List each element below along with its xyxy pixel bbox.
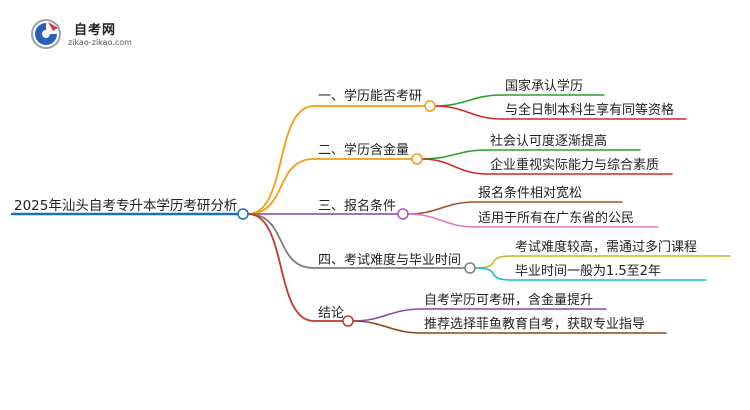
branch-label-2: 二、学历含金量: [318, 143, 410, 158]
branch-connector-1: [247, 105, 315, 215]
branch-label-5: 结论: [318, 306, 345, 321]
leaf-connector-3-2: [407, 213, 476, 228]
branch-node-4[interactable]: [464, 262, 476, 274]
leaf-label-4-1: 考试难度较高，需通过多门课程: [515, 240, 698, 255]
mindmap-edges: [10, 94, 731, 334]
leaf-label-5-1: 自考学历可考研，含金量提升: [424, 293, 594, 308]
logo-c-shape: [35, 23, 57, 45]
branch-node-1[interactable]: [424, 100, 436, 112]
branch-label-3: 三、报名条件: [318, 199, 397, 214]
logo-pen-tip: [48, 22, 58, 31]
logo-icon: [31, 19, 61, 49]
leaf-connector-1-2: [434, 105, 503, 120]
branch-connector-2: [247, 158, 315, 215]
leaf-label-2-2: 企业重视实际能力与综合素质: [490, 158, 660, 173]
site-logo[interactable]: 自考网 zikao-zikao.com: [30, 18, 170, 52]
leaf-label-4-2: 毕业时间一般为1.5至2年: [515, 264, 661, 279]
branch-node-5[interactable]: [342, 315, 354, 327]
leaf-label-3-1: 报名条件相对宽松: [478, 186, 583, 201]
logo-url: zikao-zikao.com: [68, 38, 132, 47]
root-node[interactable]: [237, 208, 249, 220]
leaf-label-1-1: 国家承认学历: [505, 79, 584, 94]
leaf-connector-4-2: [474, 267, 513, 281]
leaf-connector-5-1: [352, 308, 422, 322]
branch-label-1: 一、学历能否考研: [318, 89, 423, 104]
leaf-label-3-2: 适用于所有在广东省的公民: [478, 211, 635, 226]
leaf-label-1-2: 与全日制本科生享有同等资格: [505, 103, 675, 118]
branch-connector-5: [247, 213, 315, 322]
leaf-label-2-1: 社会认可度逐渐提高: [490, 134, 608, 149]
branch-node-3[interactable]: [397, 208, 409, 220]
mindmap-nodes: [237, 100, 476, 327]
leaf-connector-2-2: [421, 158, 488, 175]
branch-connector-4: [247, 213, 315, 269]
branch-label-4: 四、考试难度与毕业时间: [318, 253, 462, 268]
leaf-label-5-2: 推荐选择菲鱼教育自考，获取专业指导: [424, 317, 646, 332]
logo-name: 自考网: [74, 23, 117, 38]
leaf-connector-4-1: [474, 255, 513, 269]
branch-node-2[interactable]: [411, 153, 423, 165]
logo-ring: [31, 19, 61, 49]
leaf-connector-5-2: [352, 320, 422, 334]
leaf-connector-1-1: [434, 94, 503, 107]
leaf-connector-2-1: [421, 149, 488, 160]
mindmap-root-label: 2025年汕头自考专升本学历考研分析: [14, 198, 238, 214]
leaf-connector-3-1: [407, 201, 476, 215]
